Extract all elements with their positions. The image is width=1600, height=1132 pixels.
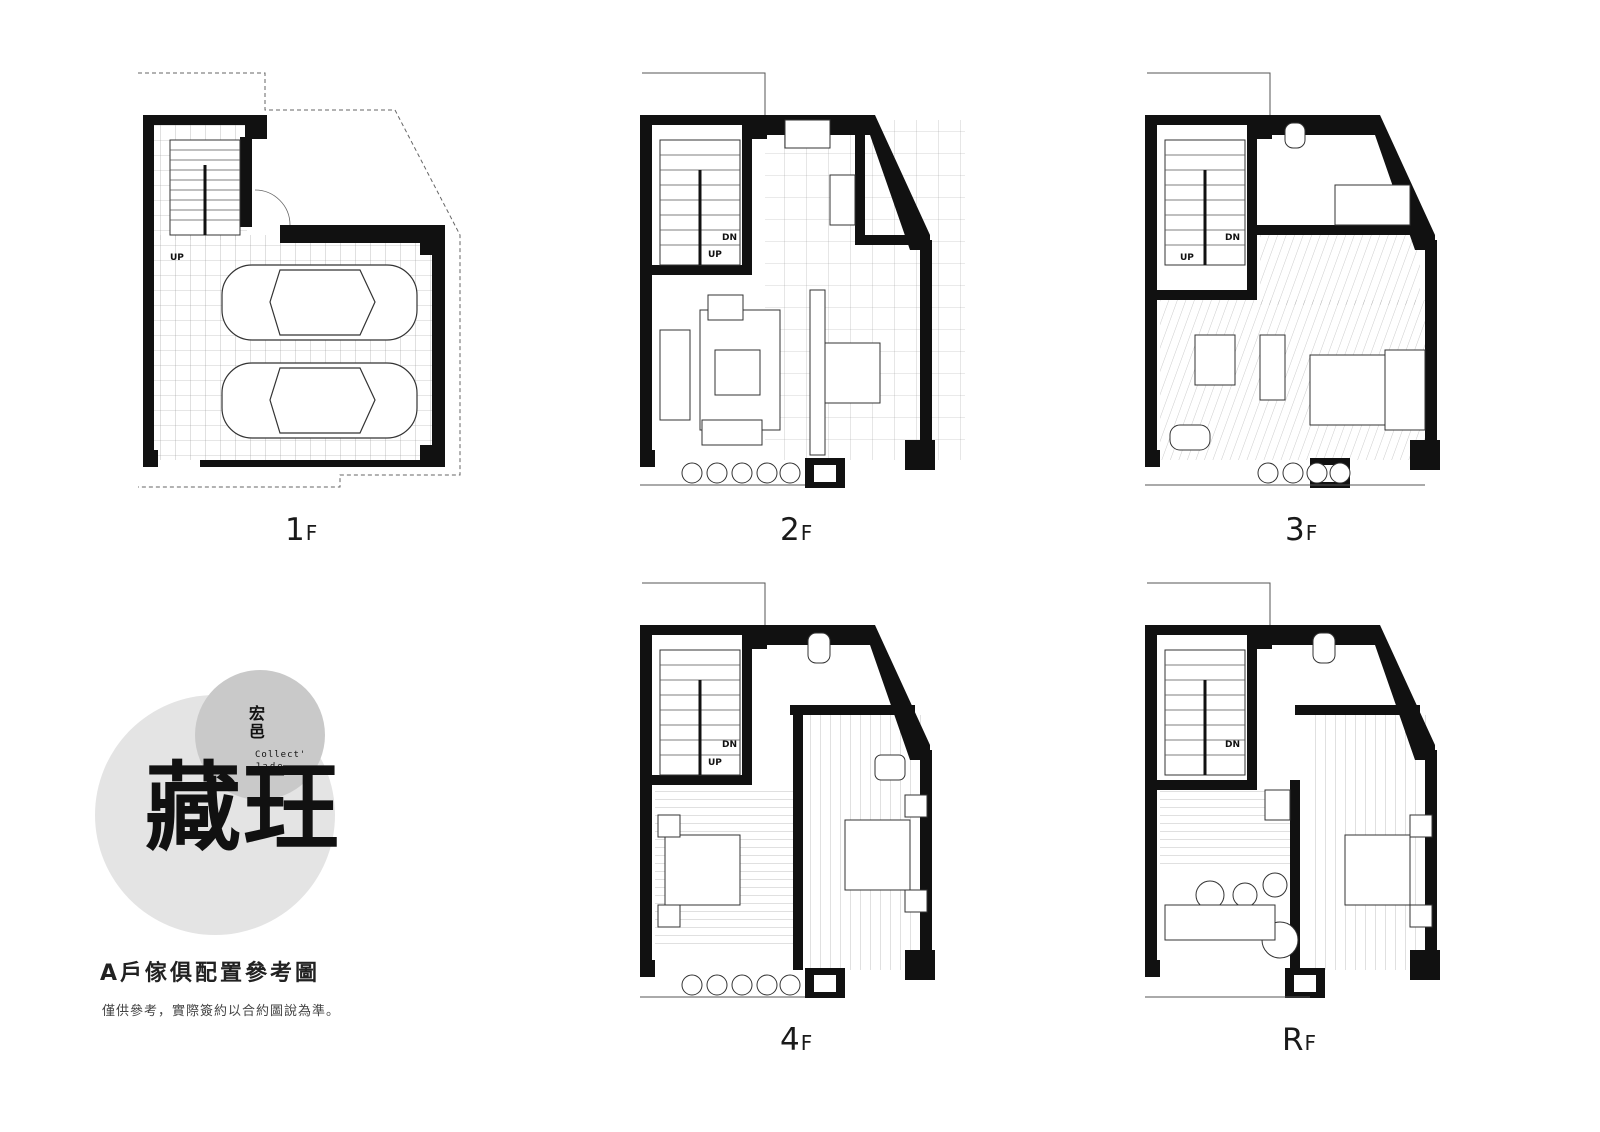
floor-label-3f: 3F [1285, 512, 1319, 548]
stair-label-up-2f: UP [708, 250, 722, 260]
disclaimer-note: 僅供參考，實際簽約以合約圖說為準。 [102, 1004, 341, 1019]
floor-plan-3f: DN UP [1135, 65, 1475, 495]
stair-label-dn-2f: DN [722, 233, 737, 243]
stair-label-up-4f: UP [708, 758, 722, 768]
logo-brand-en-1: Collect' [255, 750, 307, 760]
stair-label-dn-3f: DN [1225, 233, 1240, 243]
floor-label-2f: 2F [780, 512, 814, 548]
logo-project-name: 藏玨 [145, 751, 341, 864]
project-logo: 宏邑 Collect' Jade 藏玨 [95, 665, 415, 945]
floor-plan-4f: DN UP [630, 575, 970, 1005]
caption-title: A戶傢俱配置參考圖 [100, 961, 321, 986]
stair-label-up-3f: UP [1180, 253, 1194, 263]
floor-label-rf: RF [1282, 1022, 1318, 1058]
floor-label-1f: 1F [285, 512, 319, 548]
logo-brand-cn: 宏邑 [246, 705, 265, 741]
stair-label-up-1f: UP [170, 253, 184, 263]
logo-brand-en-2: Jade [255, 762, 285, 772]
floor-plan-2f: DN UP [630, 65, 970, 495]
stair-label-dn-rf: DN [1225, 740, 1240, 750]
floor-plan-1f: UP [130, 65, 470, 495]
floor-label-4f: 4F [780, 1022, 814, 1058]
floor-plan-rf: DN [1135, 575, 1475, 1005]
stair-label-dn-4f: DN [722, 740, 737, 750]
logo-circles [95, 670, 335, 935]
